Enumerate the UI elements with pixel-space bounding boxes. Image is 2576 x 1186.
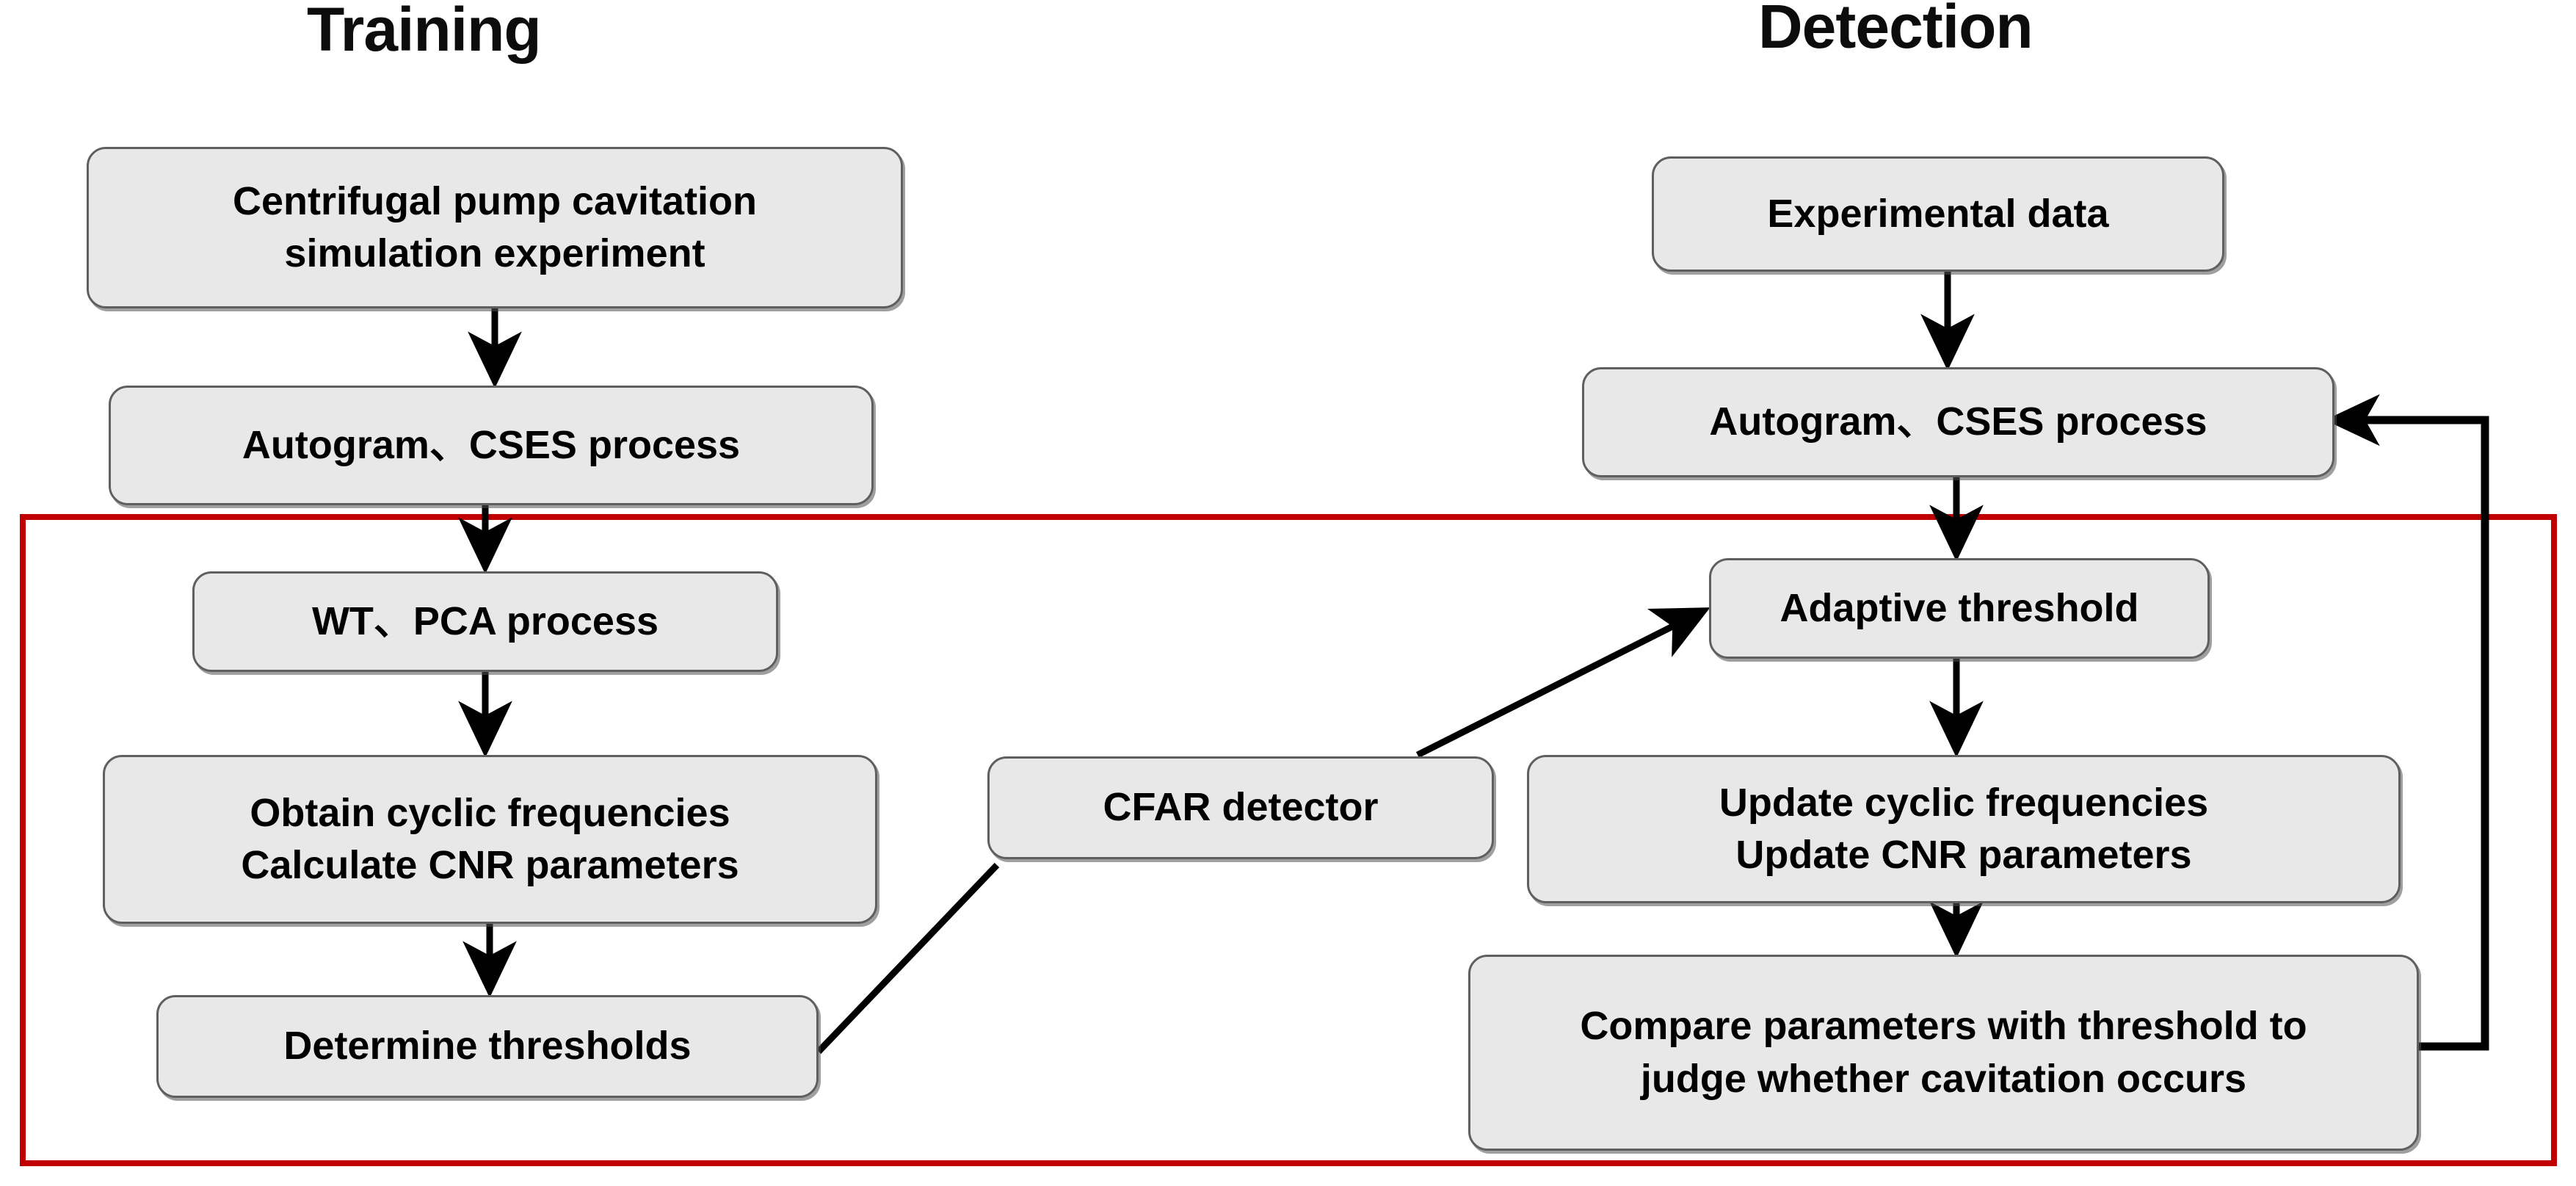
edge-compare-feedback-loop: [2325, 394, 2489, 1051]
node-compare-parameters-line2: judge whether cavitation occurs: [1640, 1056, 2247, 1101]
node-obtain-cyclic-line1: Obtain cyclic frequencies: [250, 790, 730, 835]
node-autogram-cses-training-line1: Autogram、CSES process: [242, 422, 741, 467]
node-compare-parameters-line1: Compare parameters with threshold to: [1580, 1004, 2307, 1049]
node-determine-thresholds[interactable]: Determine thresholds: [156, 995, 819, 1098]
node-update-cyclic[interactable]: Update cyclic frequencies Update CNR par…: [1527, 755, 2401, 903]
node-experimental-data[interactable]: Experimental data: [1652, 156, 2224, 272]
node-centrifugal-pump-line1: Centrifugal pump cavitation: [232, 178, 758, 223]
node-obtain-cyclic[interactable]: Obtain cyclic frequencies Calculate CNR …: [103, 755, 877, 924]
node-update-cyclic-line2: Update CNR parameters: [1735, 833, 2192, 877]
node-experimental-data-line1: Experimental data: [1767, 191, 2109, 236]
node-adaptive-threshold[interactable]: Adaptive threshold: [1709, 558, 2210, 659]
node-centrifugal-pump-line2: simulation experiment: [284, 231, 705, 275]
node-determine-thresholds-line1: Determine thresholds: [283, 1024, 692, 1069]
edge-cfar-to-adaptive: [1415, 607, 1710, 759]
node-compare-parameters[interactable]: Compare parameters with threshold to jud…: [1468, 955, 2419, 1151]
node-cfar-detector-line1: CFAR detector: [1103, 785, 1379, 830]
node-centrifugal-pump[interactable]: Centrifugal pump cavitation simulation e…: [87, 147, 903, 308]
node-adaptive-threshold-line1: Adaptive threshold: [1779, 585, 2139, 630]
column-heading-training: Training: [307, 0, 542, 64]
node-update-cyclic-line1: Update cyclic frequencies: [1719, 780, 2209, 825]
node-cfar-detector[interactable]: CFAR detector: [987, 756, 1494, 859]
node-obtain-cyclic-line2: Calculate CNR parameters: [241, 843, 739, 887]
node-autogram-cses-detection-line1: Autogram、CSES process: [1709, 399, 2207, 444]
node-autogram-cses-training[interactable]: Autogram、CSES process: [109, 386, 874, 505]
node-autogram-cses-detection[interactable]: Autogram、CSES process: [1582, 367, 2334, 477]
node-wt-pca[interactable]: WT、PCA process: [192, 571, 778, 672]
node-wt-pca-line1: WT、PCA process: [311, 599, 659, 643]
column-heading-detection: Detection: [1758, 0, 2033, 61]
